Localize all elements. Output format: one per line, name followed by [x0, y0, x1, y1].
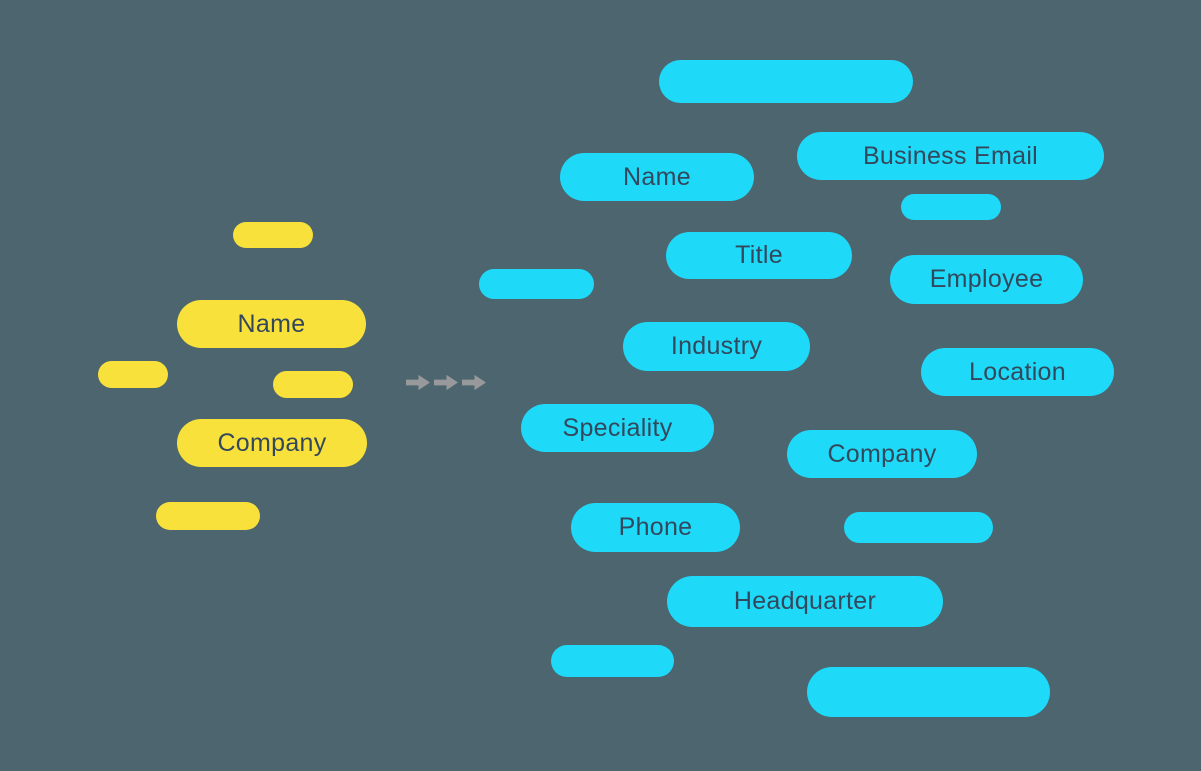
target-pill-location: Location [921, 348, 1114, 396]
target-pill-speciality: Speciality [521, 404, 714, 452]
target-pill-company: Company [787, 430, 977, 478]
source-pill-blank-2 [98, 361, 168, 388]
target-pill-blank-2 [901, 194, 1001, 220]
transform-arrows [406, 374, 486, 391]
right-arrow-icon [434, 374, 458, 391]
right-arrow-icon [406, 374, 430, 391]
target-pill-blank-4 [844, 512, 993, 543]
target-pill-blank-5 [551, 645, 674, 677]
right-arrow-icon [462, 374, 486, 391]
source-pill-blank-1 [233, 222, 313, 248]
target-pill-business-email: Business Email [797, 132, 1104, 180]
target-pill-employee: Employee [890, 255, 1083, 304]
target-pill-industry: Industry [623, 322, 810, 371]
target-pill-blank-1 [659, 60, 913, 103]
target-pill-blank-3 [479, 269, 594, 299]
source-pill-blank-3 [273, 371, 353, 398]
target-pill-name: Name [560, 153, 754, 201]
source-pill-name: Name [177, 300, 366, 348]
source-pill-company: Company [177, 419, 367, 467]
target-pill-headquarter: Headquarter [667, 576, 943, 627]
source-pill-blank-4 [156, 502, 260, 530]
target-pill-title: Title [666, 232, 852, 279]
target-pill-phone: Phone [571, 503, 740, 552]
target-pill-blank-6 [807, 667, 1050, 717]
